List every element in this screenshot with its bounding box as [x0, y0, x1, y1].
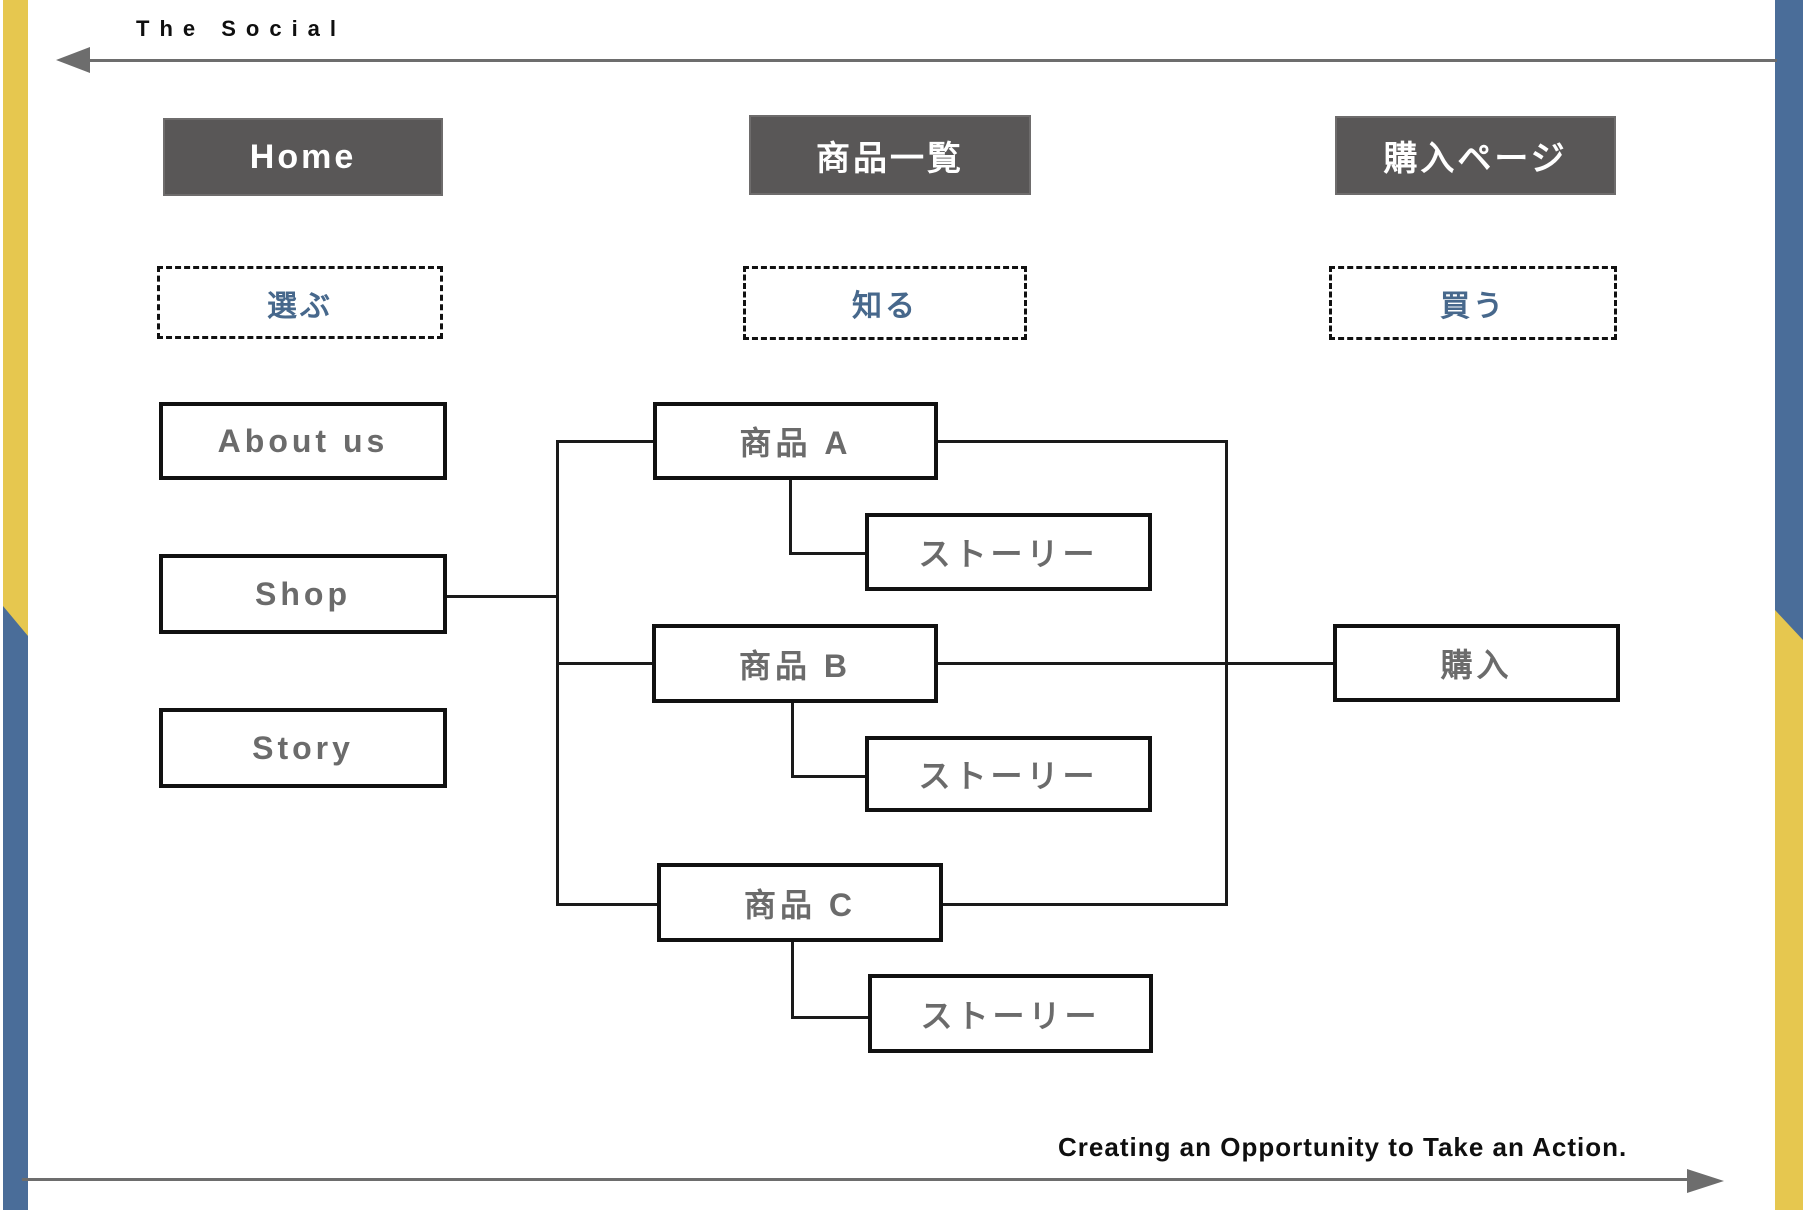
connector-a-to-story [789, 552, 865, 555]
node-product-b: 商品 B [652, 624, 938, 703]
node-product-a: 商品 A [653, 402, 938, 480]
header-product-list: 商品一覧 [749, 115, 1031, 195]
action-know: 知る [743, 266, 1027, 340]
connector-trunk-vertical [556, 440, 559, 906]
action-select: 選ぶ [157, 266, 443, 339]
right-accent-bar [1775, 0, 1803, 1210]
footer-caption: Creating an Opportunity to Take an Actio… [1058, 1132, 1628, 1162]
connector-right-vertical [1225, 440, 1228, 906]
bottom-arrow-line [22, 1178, 1687, 1181]
node-purchase: 購入 [1333, 624, 1620, 702]
connector-b-to-story [791, 775, 865, 778]
header-purchase-page: 購入ページ [1335, 116, 1616, 195]
brand-title: The Social [136, 16, 347, 41]
node-shop: Shop [159, 554, 447, 634]
connector-a-down [789, 480, 792, 555]
action-buy: 買う [1329, 266, 1617, 340]
arrowhead-left-icon [56, 47, 90, 73]
connector-branch-b [556, 662, 652, 665]
arrowhead-right-icon [1687, 1169, 1724, 1193]
connector-b-down [791, 703, 794, 778]
node-about-us: About us [159, 402, 447, 480]
left-accent-bar-yellow [3, 0, 28, 636]
connector-b-to-purchase [938, 662, 1333, 665]
top-arrow-line [62, 59, 1777, 62]
connector-c-down [791, 942, 794, 1019]
right-accent-bar-blue [1775, 0, 1803, 640]
node-story-b: ストーリー [865, 736, 1152, 812]
node-story-c: ストーリー [868, 974, 1153, 1053]
node-product-c: 商品 C [657, 863, 943, 942]
node-story: Story [159, 708, 447, 788]
node-story-a: ストーリー [865, 513, 1152, 591]
connector-branch-a [556, 440, 653, 443]
connector-branch-c [556, 903, 657, 906]
connector-c-right [943, 903, 1228, 906]
header-home: Home [163, 118, 443, 196]
connector-shop-to-trunk [447, 595, 558, 598]
connector-c-to-story [791, 1016, 868, 1019]
connector-a-right [938, 440, 1228, 443]
left-accent-bar [3, 0, 28, 1210]
